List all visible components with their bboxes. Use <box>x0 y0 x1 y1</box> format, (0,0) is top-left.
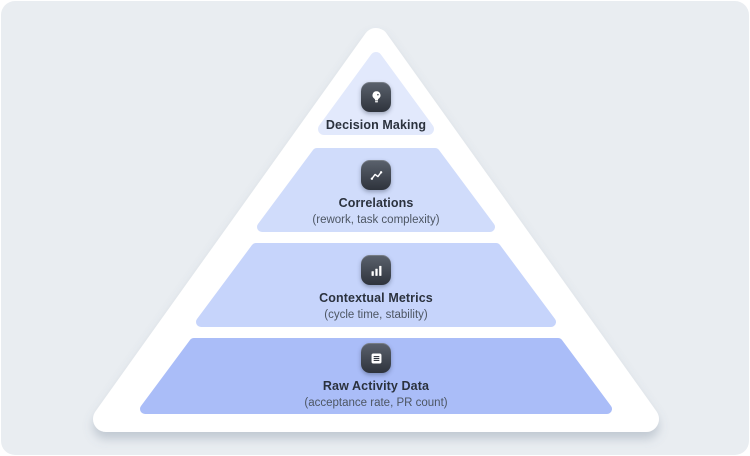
level-2-shape <box>262 153 490 227</box>
level-4-shape <box>145 343 607 409</box>
level-3-shape <box>201 248 551 322</box>
level-1-shape-border <box>318 52 434 135</box>
level-2-shape-border <box>257 148 495 232</box>
level-3-shape-border <box>196 243 556 327</box>
level-4-shape-border <box>140 338 612 414</box>
